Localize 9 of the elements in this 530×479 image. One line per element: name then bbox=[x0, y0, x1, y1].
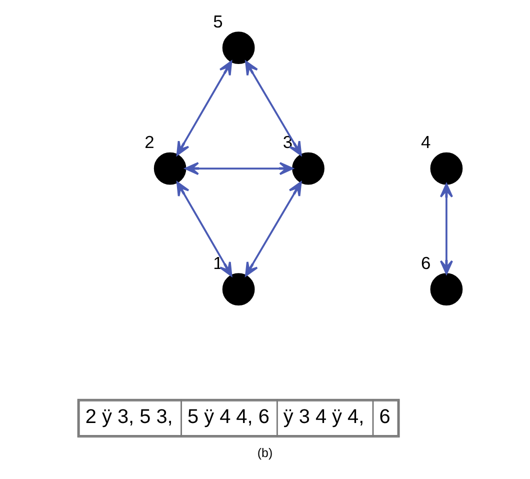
node-label: 5 bbox=[213, 11, 223, 32]
label: 5 ÿ 4 4, 6 bbox=[188, 406, 270, 428]
node-label: 6 bbox=[421, 253, 431, 274]
node-label: 2 bbox=[144, 132, 154, 152]
caption: (b) bbox=[257, 446, 273, 460]
label: ÿ 3 4 ÿ 4, bbox=[283, 406, 364, 428]
label: 2 ÿ 3, 5 3, bbox=[85, 406, 173, 428]
node-label: 4 bbox=[421, 132, 431, 152]
label: 6 bbox=[379, 406, 390, 428]
